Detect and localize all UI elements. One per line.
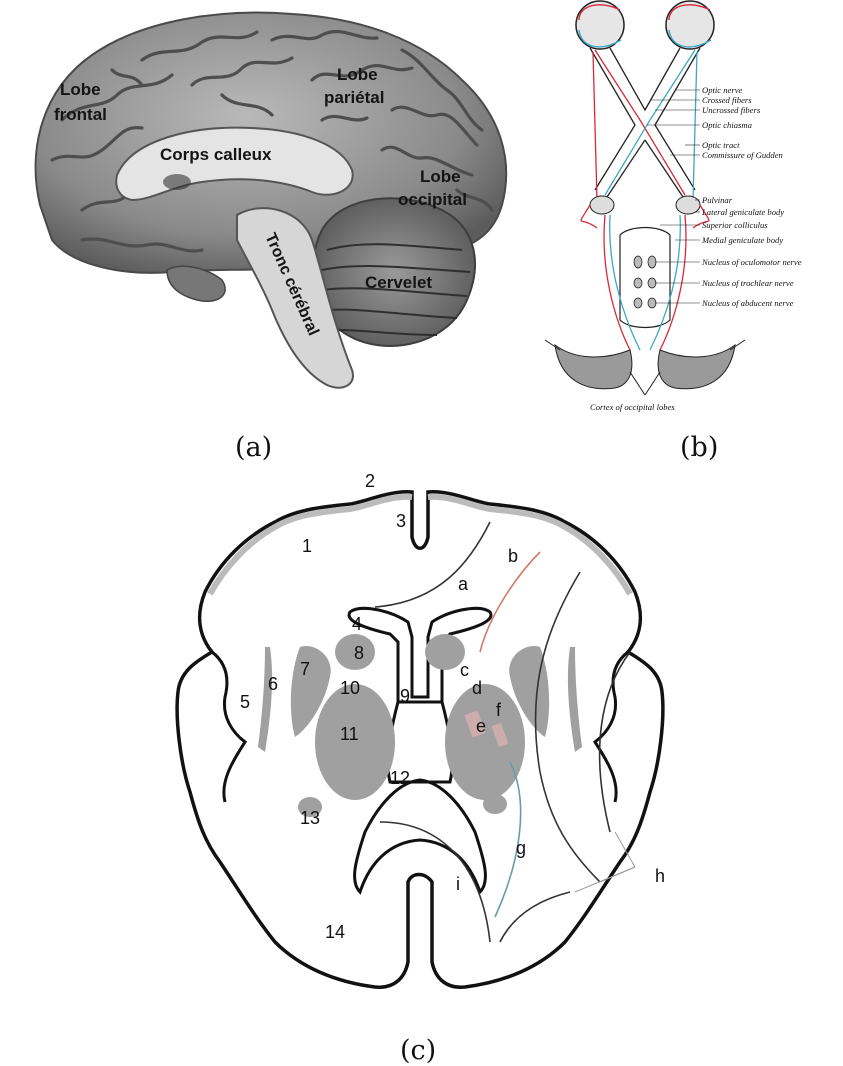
label-crossed-fibers: Crossed fibers [702, 95, 752, 105]
label-superior-colliculus: Superior colliculus [702, 220, 768, 230]
label-2: 2 [365, 471, 375, 491]
label-4: 4 [352, 614, 362, 634]
label-b: b [508, 546, 518, 566]
label-optic-chiasma: Optic chiasma [702, 120, 752, 130]
caption-b: (b) [680, 432, 718, 463]
label-d: d [472, 678, 482, 698]
label-a: a [458, 574, 469, 594]
label-14: 14 [325, 922, 345, 942]
label-5: 5 [240, 692, 250, 712]
brain-outline [177, 492, 663, 987]
label-nucleus-oculomotor: Nucleus of oculomotor nerve [701, 257, 802, 267]
label-lobe-occipital-2: occipital [398, 190, 467, 209]
label-lobe-frontal-2: frontal [54, 105, 107, 124]
panel-c-coronal-section: 2 1 3 4 5 6 7 8 9 10 11 12 13 14 a b c d… [150, 462, 710, 1022]
label-8: 8 [354, 643, 364, 663]
label-nucleus-abducent: Nucleus of abducent nerve [701, 298, 794, 308]
label-cortex-occipital: Cortex of occipital lobes [590, 402, 675, 412]
label-lateral-geniculate: Lateral geniculate body [701, 207, 784, 217]
visual-pathway-diagram: Optic nerve Crossed fibers Uncrossed fib… [535, 0, 843, 420]
label-optic-tract: Optic tract [702, 140, 740, 150]
cranial-nuclei [634, 256, 656, 308]
panel-a-brain-photo: Lobe frontal Lobe pariétal Corps calleux… [22, 0, 522, 405]
brain-sagittal-illustration: Lobe frontal Lobe pariétal Corps calleux… [22, 0, 522, 405]
label-cervelet: Cervelet [365, 273, 432, 292]
label-e: e [476, 716, 486, 736]
label-uncrossed-fibers: Uncrossed fibers [702, 105, 761, 115]
label-13: 13 [300, 808, 320, 828]
optic-nerves [590, 48, 700, 200]
label-nucleus-trochlear: Nucleus of trochlear nerve [701, 278, 794, 288]
label-i: i [456, 874, 460, 894]
label-corps-calleux: Corps calleux [160, 145, 272, 164]
label-lobe-parietal-2: pariétal [324, 88, 384, 107]
label-11: 11 [340, 724, 359, 744]
label-7: 7 [300, 659, 310, 679]
label-3: 3 [396, 511, 406, 531]
label-commissure-gudden: Commissure of Gudden [702, 150, 783, 160]
label-9: 9 [400, 686, 410, 706]
caption-a: (a) [235, 432, 272, 463]
label-12: 12 [390, 768, 410, 788]
label-pulvinar: Pulvinar [701, 195, 733, 205]
label-1: 1 [302, 536, 312, 556]
label-c: c [460, 660, 469, 680]
label-6: 6 [268, 674, 278, 694]
label-g: g [516, 838, 526, 858]
panel-b-visual-pathway: Optic nerve Crossed fibers Uncrossed fib… [535, 0, 843, 420]
label-optic-nerve: Optic nerve [702, 85, 743, 95]
caption-c: (c) [400, 1035, 436, 1066]
label-lobe-occipital-1: Lobe [420, 167, 461, 186]
label-lobe-parietal-1: Lobe [337, 65, 378, 84]
label-medial-geniculate: Medial geniculate body [701, 235, 783, 245]
label-lobe-frontal-1: Lobe [60, 80, 101, 99]
label-h: h [655, 866, 665, 886]
coronal-section-diagram: 2 1 3 4 5 6 7 8 9 10 11 12 13 14 a b c d… [150, 462, 710, 1022]
label-10: 10 [340, 678, 360, 698]
